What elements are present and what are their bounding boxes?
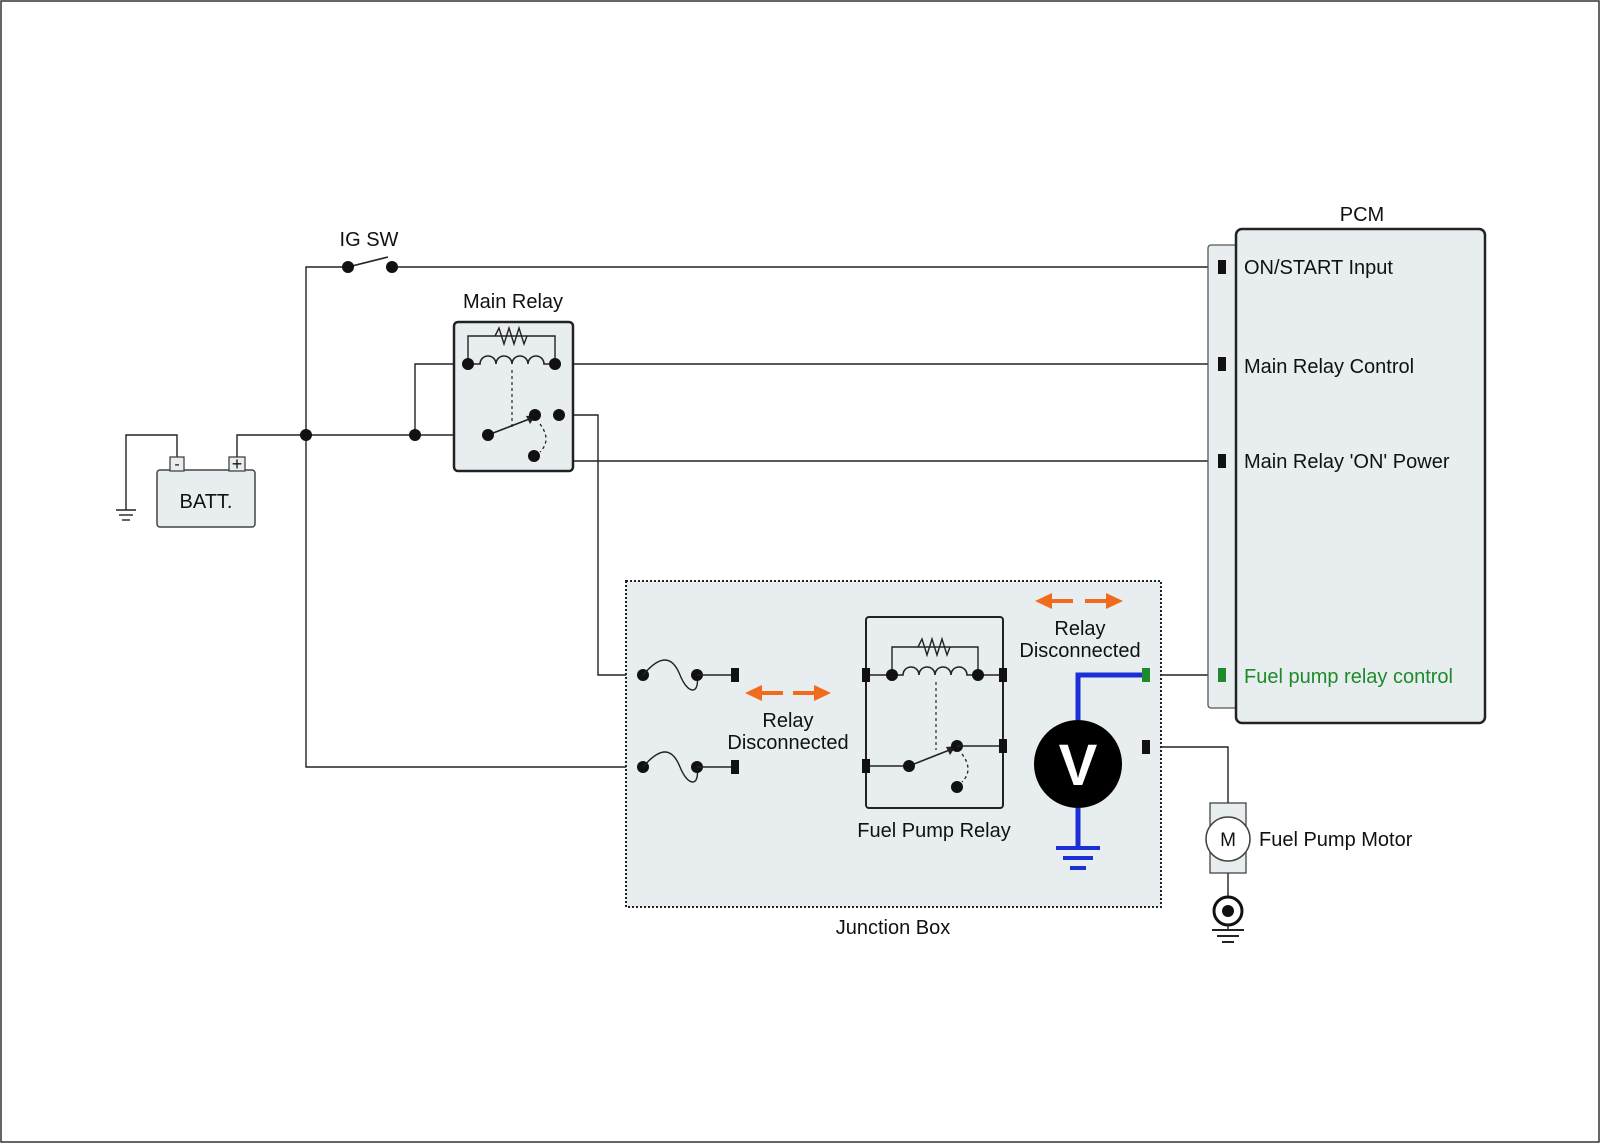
jb-terminal-fuel-pump-control bbox=[1142, 668, 1150, 682]
battery-plus-label: + bbox=[232, 454, 243, 474]
pcm-pin-main-relay-control bbox=[1218, 357, 1226, 371]
battery-label: BATT. bbox=[180, 491, 233, 513]
junction-dot-coil-feed bbox=[409, 429, 421, 441]
pcm-pin-label-main-relay-on-power: Main Relay 'ON' Power bbox=[1244, 451, 1450, 473]
fuel-pump-relay-coil bbox=[892, 666, 978, 676]
main-relay-label: Main Relay bbox=[463, 291, 563, 313]
relay-disconnected-left-line1: Relay bbox=[762, 710, 813, 732]
relay-disconnected-left-line2: Disconnected bbox=[727, 732, 848, 754]
fuse-lower bbox=[637, 751, 739, 783]
main-relay-coil bbox=[468, 355, 555, 365]
pcm-pin-label-on-start: ON/START Input bbox=[1244, 257, 1393, 279]
battery-negative-terminal bbox=[169, 456, 185, 472]
relay-disconnected-right-arrows bbox=[1035, 593, 1123, 609]
motor-symbol: M bbox=[1220, 830, 1236, 851]
voltmeter-body bbox=[1034, 720, 1122, 808]
pcm-pin-label-main-relay-control: Main Relay Control bbox=[1244, 356, 1414, 378]
motor-body bbox=[1205, 816, 1251, 862]
battery-minus-label: - bbox=[174, 456, 179, 473]
junction-box: Junction Box Relay Disconnected bbox=[625, 580, 1162, 939]
pcm: PCM ON/START Input Main Relay Control Ma… bbox=[1207, 204, 1487, 725]
pcm-pin-on-start bbox=[1218, 260, 1226, 274]
fuel-pump-motor-label: Fuel Pump Motor bbox=[1259, 829, 1413, 851]
voltmeter-symbol: V bbox=[1059, 733, 1098, 798]
relay-disconnected-left-arrows bbox=[745, 685, 831, 701]
main-relay: Main Relay bbox=[452, 291, 575, 473]
fuse-upper bbox=[637, 659, 739, 691]
fuel-pump-relay-resistor bbox=[917, 636, 951, 658]
fuel-pump-relay bbox=[862, 616, 1007, 809]
junction-box-label: Junction Box bbox=[836, 917, 951, 939]
battery: - + BATT. bbox=[156, 454, 256, 528]
jb-terminal-fuel-pump-motor bbox=[1142, 740, 1150, 754]
pcm-pin-main-relay-on-power bbox=[1218, 454, 1226, 468]
battery-ground bbox=[116, 434, 178, 521]
relay-disconnected-right-line2: Disconnected bbox=[1019, 640, 1140, 662]
junction-dot-bus bbox=[300, 429, 312, 441]
pcm-label: PCM bbox=[1340, 204, 1384, 226]
pcm-pin-fuel-pump-relay-control bbox=[1218, 668, 1226, 682]
relay-disconnected-right-line1: Relay bbox=[1054, 618, 1105, 640]
pcm-pin-label-fuel-pump-relay-control: Fuel pump relay control bbox=[1244, 666, 1453, 688]
fuel-pump-motor: M Fuel Pump Motor bbox=[1205, 802, 1413, 943]
main-relay-resistor bbox=[494, 325, 528, 347]
voltmeter: V bbox=[1034, 672, 1142, 870]
fuel-pump-relay-label: Fuel Pump Relay bbox=[857, 820, 1010, 842]
ig-switch: IG SW bbox=[340, 229, 399, 273]
ig-sw-label: IG SW bbox=[340, 229, 399, 251]
